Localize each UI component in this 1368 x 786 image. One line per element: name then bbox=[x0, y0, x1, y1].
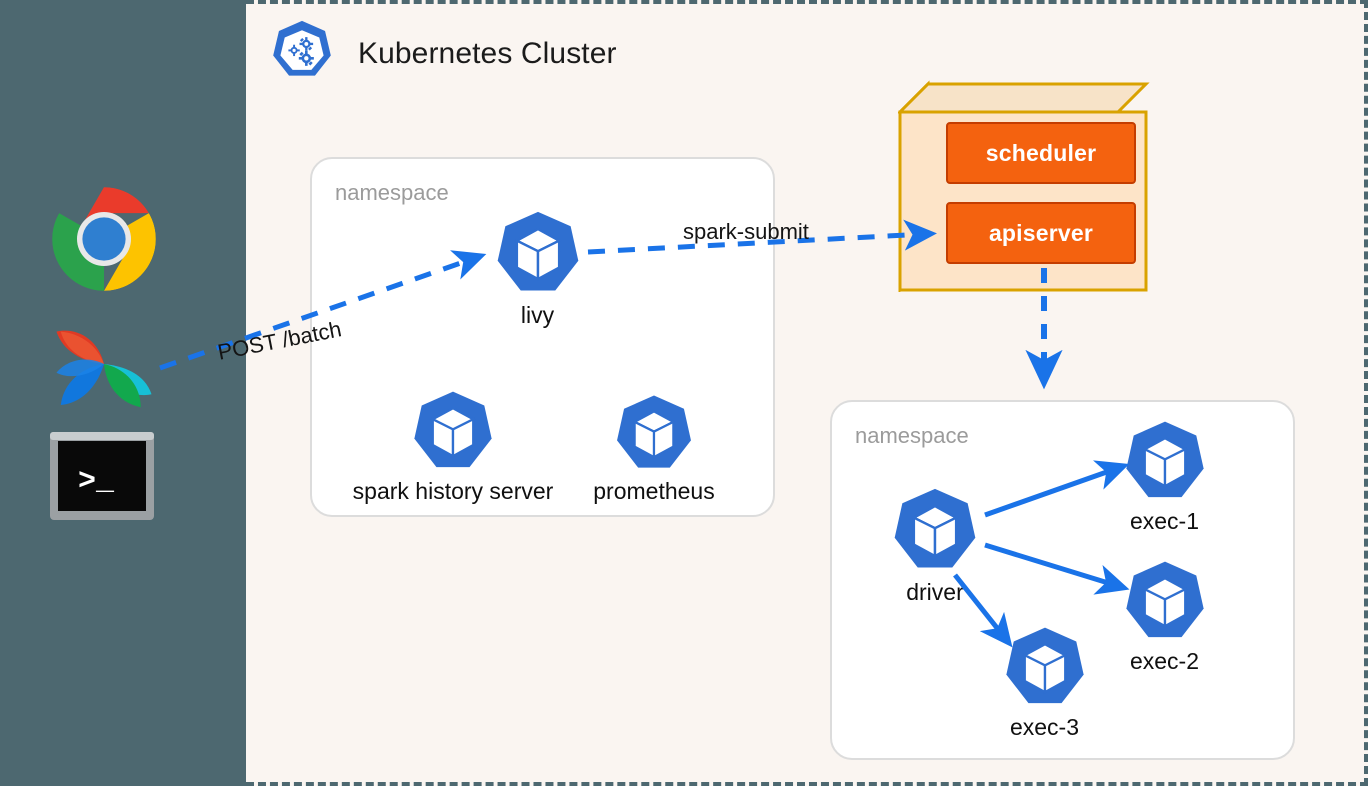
kubernetes-pod-icon bbox=[414, 391, 492, 468]
pod-driver[interactable]: driver bbox=[880, 485, 990, 606]
pod-spark-history-server[interactable]: spark history server bbox=[348, 388, 558, 505]
cluster-header: Kubernetes Cluster bbox=[266, 18, 617, 90]
kubernetes-pod-icon bbox=[1125, 561, 1204, 638]
control-plane-service-scheduler[interactable]: scheduler bbox=[946, 122, 1136, 184]
terminal-icon[interactable]: >_ bbox=[50, 432, 154, 520]
client-panel: >_ bbox=[0, 0, 246, 786]
namespace-label: namespace bbox=[855, 423, 969, 448]
kubernetes-logo bbox=[273, 20, 331, 76]
pod-label: exec-1 bbox=[1129, 508, 1200, 534]
terminal-prompt: >_ bbox=[78, 465, 115, 499]
page-title: Kubernetes Cluster bbox=[358, 37, 617, 70]
airflow-icon[interactable] bbox=[50, 310, 158, 418]
pod-label: driver bbox=[906, 579, 964, 605]
pod-exec-2[interactable]: exec-2 bbox=[1112, 558, 1217, 675]
pod-label: spark history server bbox=[352, 478, 554, 504]
namespace-label: namespace bbox=[335, 180, 449, 205]
pod-label: livy bbox=[520, 302, 555, 328]
pod-exec-3[interactable]: exec-3 bbox=[992, 624, 1097, 741]
kubernetes-pod-icon bbox=[894, 488, 976, 568]
edge-label-spark-submit: spark-submit bbox=[683, 219, 809, 244]
kubernetes-pod-icon bbox=[1125, 421, 1204, 498]
pod-label: prometheus bbox=[593, 478, 715, 504]
kubernetes-pod-icon bbox=[497, 211, 578, 291]
control-plane-service-apiserver[interactable]: apiserver bbox=[946, 202, 1136, 264]
kubernetes-pod-icon bbox=[617, 395, 691, 468]
pod-label: exec-2 bbox=[1129, 648, 1200, 674]
control-plane-box: scheduler apiserver bbox=[898, 80, 1150, 292]
kubernetes-pod-icon bbox=[1005, 627, 1084, 704]
pod-livy[interactable]: livy bbox=[455, 208, 620, 329]
pod-prometheus[interactable]: prometheus bbox=[580, 392, 728, 505]
pod-exec-1[interactable]: exec-1 bbox=[1112, 418, 1217, 535]
chrome-icon[interactable] bbox=[50, 185, 158, 293]
pod-label: exec-3 bbox=[1009, 714, 1080, 740]
